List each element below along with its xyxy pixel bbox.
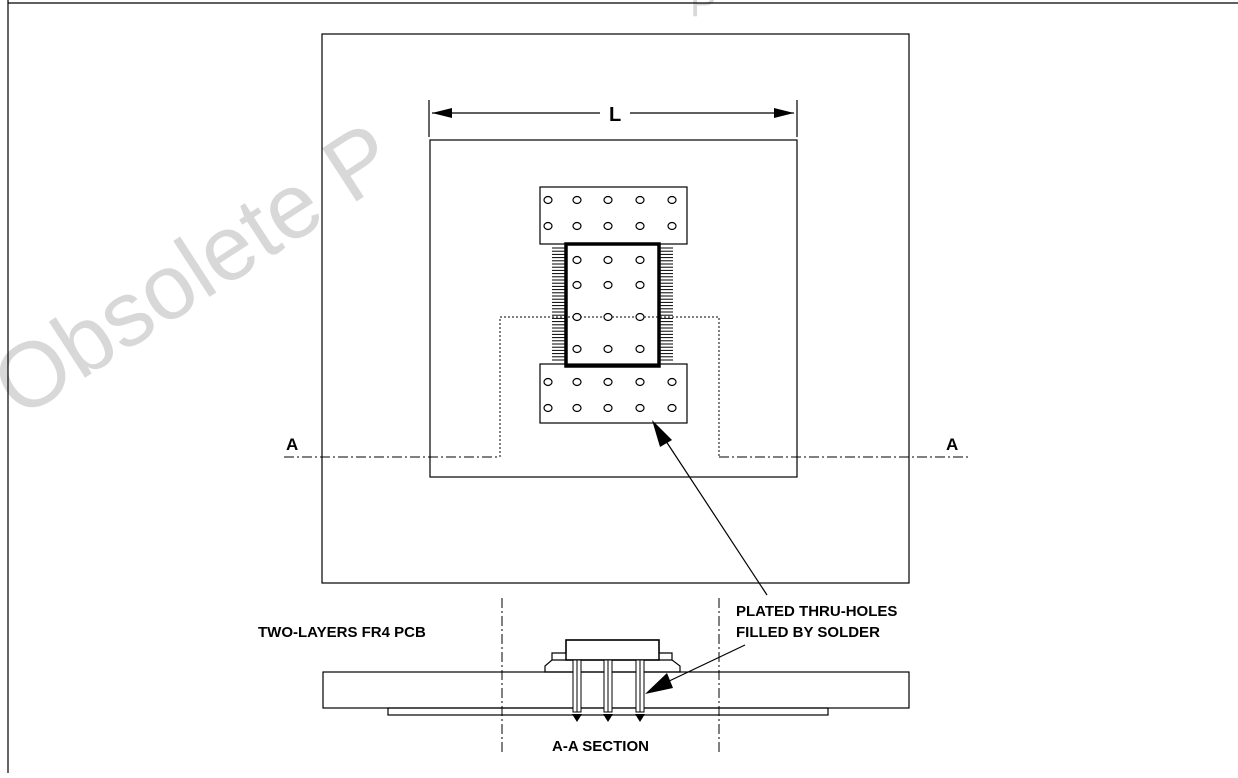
via-hole xyxy=(572,221,582,231)
via-hole xyxy=(543,377,553,387)
thermal-region-outline xyxy=(499,316,720,457)
via-holes xyxy=(543,195,677,413)
plated-holes-label-line2: FILLED BY SOLDER xyxy=(736,624,880,641)
via-hole xyxy=(572,344,582,354)
solder-tip xyxy=(572,714,582,722)
via-hole xyxy=(572,312,582,322)
pcb-type-label: TWO-LAYERS FR4 PCB xyxy=(258,624,426,641)
via-hole xyxy=(572,255,582,265)
dimension-l-label: L xyxy=(609,104,621,126)
via-hole xyxy=(603,255,613,265)
via-hole xyxy=(572,403,582,413)
inner-copper-area xyxy=(429,139,798,478)
via-hole xyxy=(572,377,582,387)
solder-tip xyxy=(635,714,645,722)
leader-arrowhead-section xyxy=(645,673,673,694)
section-label-right: A xyxy=(946,435,958,454)
via-hole xyxy=(543,221,553,231)
leader-arrowhead-top xyxy=(652,420,672,447)
package-body xyxy=(564,242,661,368)
solder-tip xyxy=(603,714,613,722)
dimension-l xyxy=(428,100,798,137)
section-view xyxy=(322,598,910,752)
via-hole xyxy=(603,344,613,354)
via-hole xyxy=(603,195,613,205)
plated-holes-label-line1: PLATED THRU-HOLES xyxy=(736,603,897,620)
via-hole xyxy=(667,377,677,387)
leader-line-top xyxy=(659,431,768,596)
outer-board-outline xyxy=(321,33,910,584)
via-hole xyxy=(635,221,645,231)
via-hole xyxy=(667,403,677,413)
package-leads-right xyxy=(659,247,673,361)
via-hole xyxy=(603,377,613,387)
via-hole xyxy=(572,195,582,205)
section-title: A-A SECTION xyxy=(552,738,649,755)
via-hole xyxy=(603,221,613,231)
watermark-fragment: P xyxy=(690,0,717,25)
top-via-pad xyxy=(539,186,688,245)
via-hole xyxy=(635,403,645,413)
watermark-text: Obsolete P xyxy=(0,103,413,436)
via-hole xyxy=(543,195,553,205)
via-hole xyxy=(603,312,613,322)
via-hole xyxy=(603,403,613,413)
via-hole xyxy=(635,255,645,265)
via-hole xyxy=(543,403,553,413)
section-label-left: A xyxy=(286,435,298,454)
section-board xyxy=(322,671,910,709)
via-hole xyxy=(635,280,645,290)
via-hole xyxy=(635,312,645,322)
bottom-via-pad xyxy=(539,363,688,424)
via-hole xyxy=(635,344,645,354)
leader-line-section xyxy=(664,644,746,684)
via-hole xyxy=(603,280,613,290)
package-leads-left xyxy=(552,247,566,361)
via-hole xyxy=(667,221,677,231)
via-hole xyxy=(667,195,677,205)
via-hole xyxy=(572,280,582,290)
via-hole xyxy=(635,195,645,205)
section-package-body xyxy=(565,639,660,661)
via-hole xyxy=(635,377,645,387)
